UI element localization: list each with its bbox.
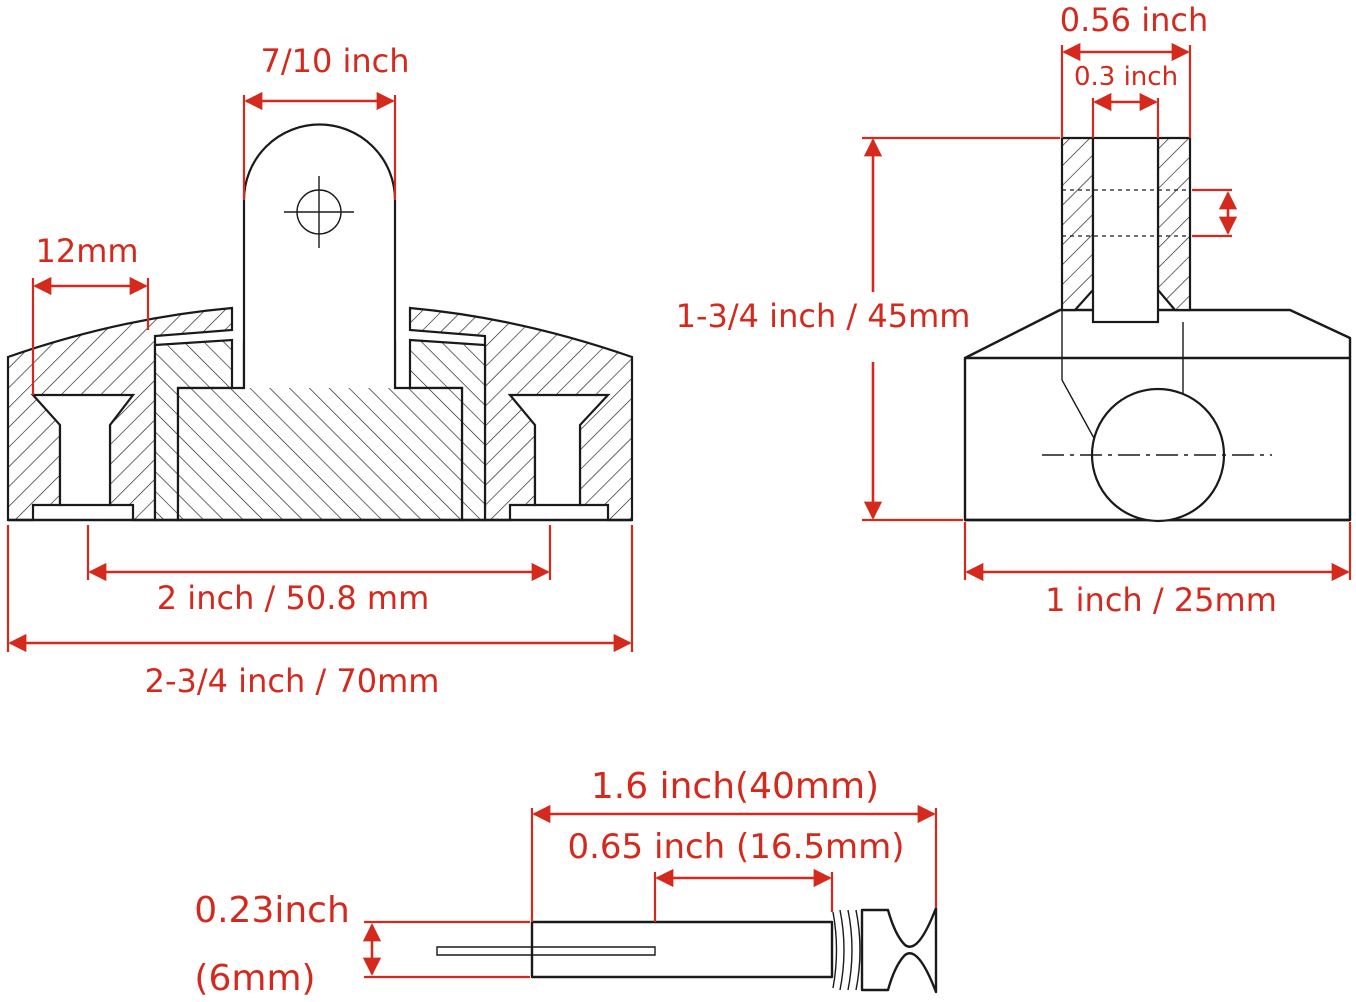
- front-tab: [242, 123, 397, 388]
- front-right-hole: [507, 393, 611, 507]
- label-hole-width: 12mm: [35, 232, 138, 270]
- label-hole-spacing: 2 inch / 50.8 mm: [157, 579, 429, 617]
- dim-tab-outer: [1060, 42, 1192, 138]
- label-pin-diameter-inch: 0.23inch: [194, 890, 350, 931]
- label-slot: 0.3 inch: [1074, 62, 1178, 92]
- front-tab-hole: [284, 176, 354, 248]
- dim-hole-spacing: [86, 525, 552, 582]
- dim-pin-length: [530, 804, 938, 922]
- label-base-depth: 1 inch / 25mm: [1045, 581, 1277, 619]
- label-overall-height: 1-3/4 inch / 45mm: [676, 297, 971, 335]
- dim-pin-diameter: [362, 920, 530, 979]
- dim-slot: [1091, 92, 1160, 138]
- dim-overall-height: [862, 136, 1060, 522]
- label-grip-length: 0.65 inch (16.5mm): [567, 827, 904, 867]
- dim-grip-length: [653, 868, 834, 922]
- front-left-hole: [30, 393, 136, 507]
- side-view: 0.56 inch 0.3 inch 1-3/4 inch / 45mm: [676, 1, 1352, 619]
- side-tab-left-wall: [1060, 136, 1095, 312]
- dim-tab-width: [242, 91, 397, 200]
- pin-slot: [436, 946, 656, 956]
- pin-view: 1.6 inch(40mm) 0.65 inch (16.5mm) 0.23in…: [194, 766, 938, 999]
- front-view: 7/10 inch 12mm 2 inch / 50.8 mm 2-3/4 in…: [6, 42, 634, 700]
- label-pin-diameter-mm: (6mm): [194, 958, 315, 999]
- pin-rings: [832, 909, 861, 991]
- side-slot: [1091, 136, 1160, 324]
- dim-base-depth: [963, 522, 1352, 582]
- pin-body: [530, 920, 834, 979]
- label-tab-width: 7/10 inch: [260, 42, 409, 80]
- side-tab-right-wall: [1156, 136, 1192, 312]
- label-pin-length: 1.6 inch(40mm): [591, 766, 879, 807]
- label-tab-outer: 0.56 inch: [1060, 1, 1208, 39]
- dim-hole-width: [31, 276, 150, 395]
- front-right-shell: [408, 306, 634, 522]
- dim-side-hole: [1192, 188, 1238, 238]
- pin-handle: [860, 906, 938, 994]
- dim-overall-width: [6, 525, 634, 653]
- label-overall-width: 2-3/4 inch / 70mm: [145, 662, 440, 700]
